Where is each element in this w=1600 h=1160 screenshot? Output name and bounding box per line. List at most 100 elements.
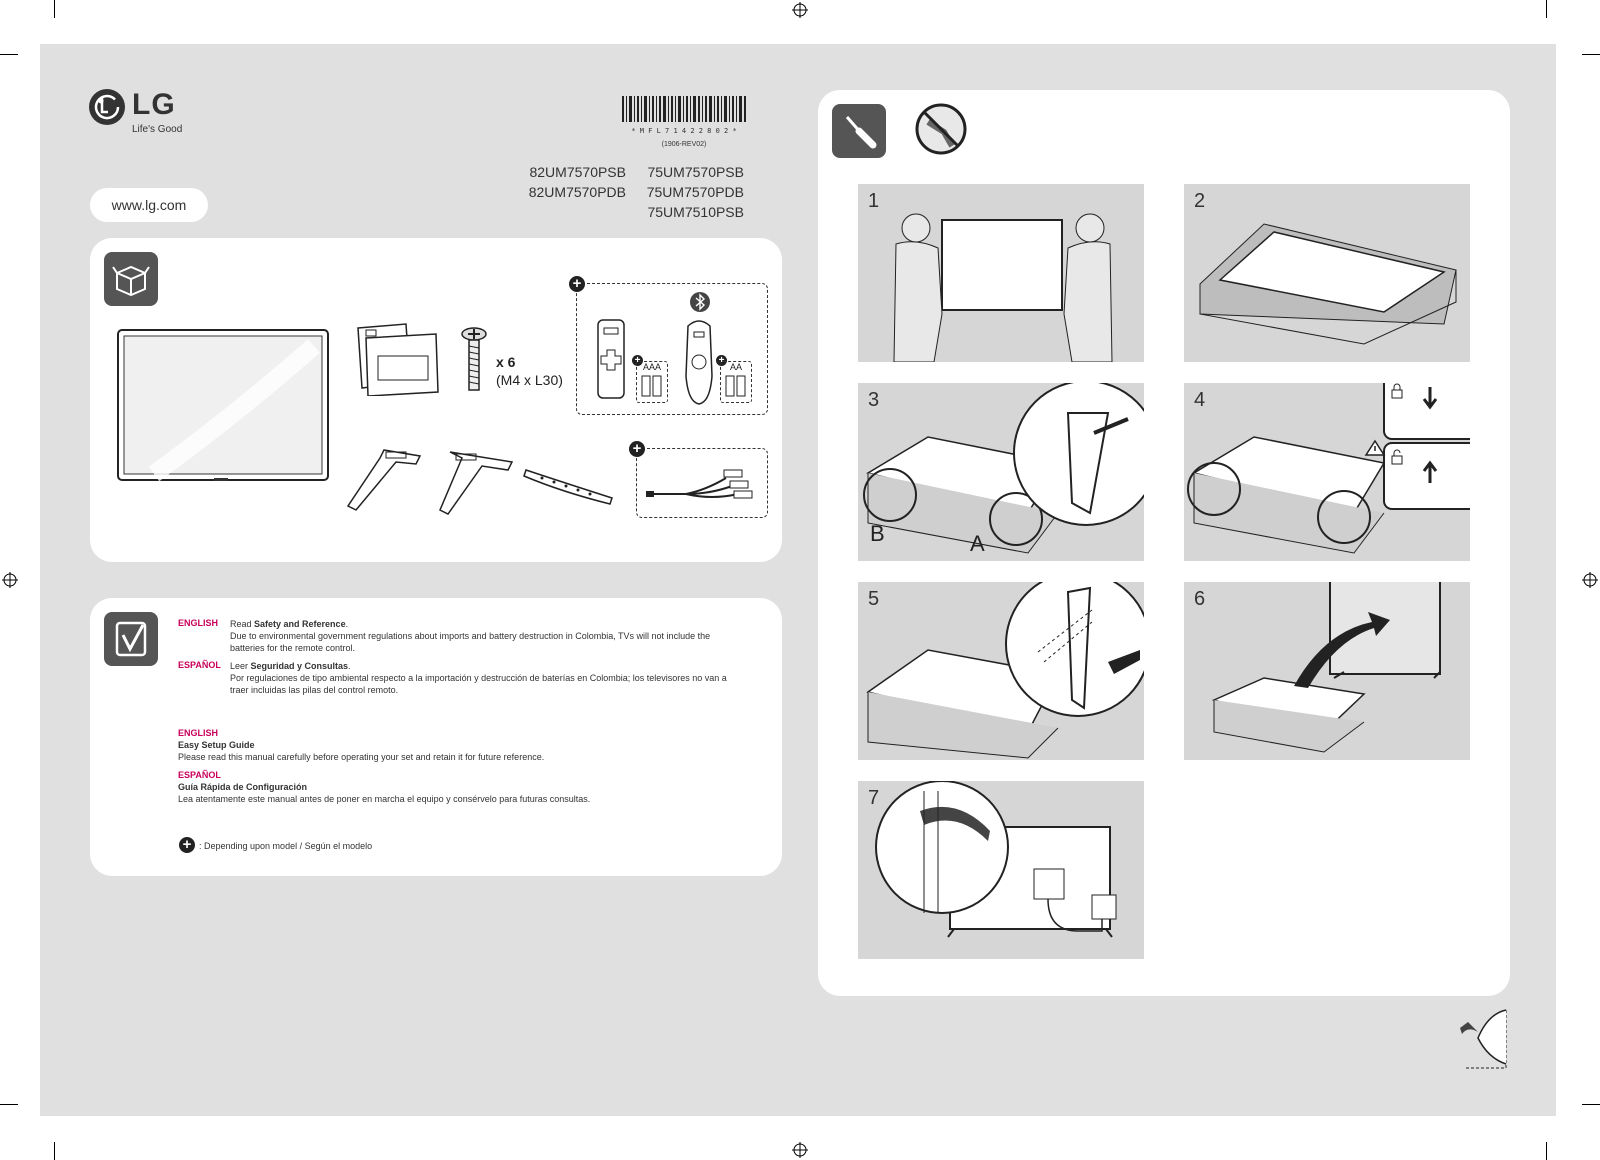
screw-icon [461, 327, 487, 391]
revision-text: (1906-REV02) [661, 141, 707, 148]
crop-mark [0, 1104, 18, 1105]
battery-aaa-label: AAA [642, 362, 661, 372]
note-body: Due to environmental government regulati… [230, 631, 711, 653]
crop-mark [1546, 1142, 1547, 1160]
barcode-text: * M F L 7 1 4 2 2 8 0 2 * [631, 127, 737, 135]
screw-count: x 6 [496, 354, 516, 370]
manual-title: Safety and Reference [254, 619, 346, 629]
brand-tagline: Life's Good [132, 124, 183, 135]
step-number: 1 [868, 190, 880, 212]
page-turn-icon [1460, 1009, 1507, 1069]
plus-icon: + [632, 355, 643, 366]
step-3-panel: 3 B A [858, 383, 1144, 561]
screwdriver-icon [832, 104, 886, 158]
registration-mark-icon [792, 2, 808, 18]
model-note: : Depending upon model / Según el modelo [199, 841, 373, 851]
screw-stand-illustration [866, 582, 1144, 759]
plus-icon: + [716, 355, 727, 366]
crop-mark [54, 1142, 55, 1160]
lang-label-spanish: ESPAÑOL [178, 660, 221, 670]
stand-leg-icon [346, 449, 422, 511]
brand-logo-text: LG [132, 88, 176, 121]
screw-spec: (M4 x L30) [496, 372, 563, 388]
step-number: 7 [868, 787, 880, 809]
battery-aa-label: AA [729, 362, 742, 372]
step-number: 6 [1194, 588, 1206, 610]
guide-body: Please read this manual carefully before… [178, 752, 545, 762]
step-5-panel: 5 [858, 582, 1144, 760]
read-prefix: Leer [230, 661, 251, 671]
battery-icon [725, 375, 746, 397]
step-number: 5 [868, 588, 880, 610]
english-safety-note: Read Safety and Reference. Due to enviro… [230, 619, 711, 653]
stand-label-b: B [870, 521, 885, 546]
crop-mark [0, 54, 18, 55]
step-number: 3 [868, 389, 880, 411]
registration-mark-icon [2, 572, 18, 588]
cable-management-illustration [875, 781, 1117, 938]
step-7-panel: 7 [858, 781, 1144, 959]
model-number: 75UM7510PSB [647, 204, 744, 220]
tv-illustration [117, 329, 329, 482]
optional-remotes-box [576, 283, 768, 415]
read-prefix: Read [230, 619, 255, 629]
notes-panel [90, 598, 782, 876]
crop-mark [1582, 1104, 1600, 1105]
plus-icon: + [179, 837, 195, 853]
step-6-panel: 6 [1184, 582, 1470, 760]
note-body: Por regulaciones de tipo ambiental respe… [230, 673, 727, 695]
step-number: 4 [1194, 389, 1206, 411]
manual-title: Seguridad y Consultas [250, 661, 349, 671]
spanish-safety-note: Leer Seguridad y Consultas. Por regulaci… [230, 661, 727, 695]
stand-leg-icon [439, 451, 514, 515]
magic-remote-icon [685, 320, 713, 405]
model-list-left: 82UM7570PSB 82UM7570PDB [526, 162, 626, 202]
battery-icon [641, 375, 662, 397]
lock-stand-illustration [1187, 383, 1470, 554]
battery-aaa-box: AAA [636, 361, 668, 403]
registration-mark-icon [792, 1142, 808, 1158]
guide-title: Easy Setup Guide [178, 740, 255, 750]
barcode-icon [622, 96, 746, 122]
website-url[interactable]: www.lg.com [90, 188, 208, 222]
guide-spanish: ESPAÑOL Guía Rápida de Configuración Lea… [178, 769, 738, 805]
plus-icon: + [569, 276, 585, 292]
step-2-panel: 2 [1184, 184, 1470, 362]
crop-mark [1582, 54, 1600, 55]
step-4-panel: 4 [1184, 383, 1470, 561]
stand-label-a: A [970, 531, 985, 556]
two-people-lifting-tv-illustration [893, 213, 1113, 362]
lg-logo-icon [89, 89, 125, 125]
lang-label-spanish: ESPAÑOL [178, 770, 221, 780]
model-list-right: 75UM7570PSB 75UM7570PDB 75UM7510PSB [644, 162, 744, 222]
box-icon [104, 252, 158, 306]
lang-label-english: ENGLISH [178, 728, 219, 738]
unlock-icon [1391, 449, 1403, 465]
step-1-panel: 1 [858, 184, 1144, 362]
lock-icon [1391, 383, 1403, 399]
guide-body: Lea atentamente este manual antes de pon… [178, 794, 591, 804]
model-number: 82UM7570PDB [528, 184, 626, 200]
bluetooth-icon [690, 292, 710, 312]
model-number: 75UM7570PDB [646, 184, 744, 200]
stand-tv-upright-illustration [1211, 582, 1441, 753]
attach-stand-illustration [863, 383, 1144, 554]
plus-icon: + [629, 441, 645, 457]
manual-booklet-icon [357, 323, 439, 396]
crop-mark [1546, 0, 1547, 18]
registration-mark-icon [1582, 572, 1598, 588]
guide-english: ENGLISH Easy Setup Guide Please read thi… [178, 727, 738, 763]
av-cable-icon [646, 469, 753, 499]
step-number: 2 [1194, 190, 1206, 212]
tv-face-down-on-box-illustration [1199, 223, 1457, 345]
battery-aa-box: AA [720, 361, 752, 403]
model-number: 82UM7570PSB [529, 164, 626, 180]
warning-icon [1364, 439, 1386, 456]
lang-label-english: ENGLISH [178, 618, 219, 628]
model-number: 75UM7570PSB [647, 164, 744, 180]
crop-mark [54, 0, 55, 18]
no-power-tool-icon [915, 103, 967, 155]
optional-cable-box [636, 448, 768, 518]
basic-remote-icon [597, 319, 625, 399]
check-document-icon [104, 612, 158, 666]
